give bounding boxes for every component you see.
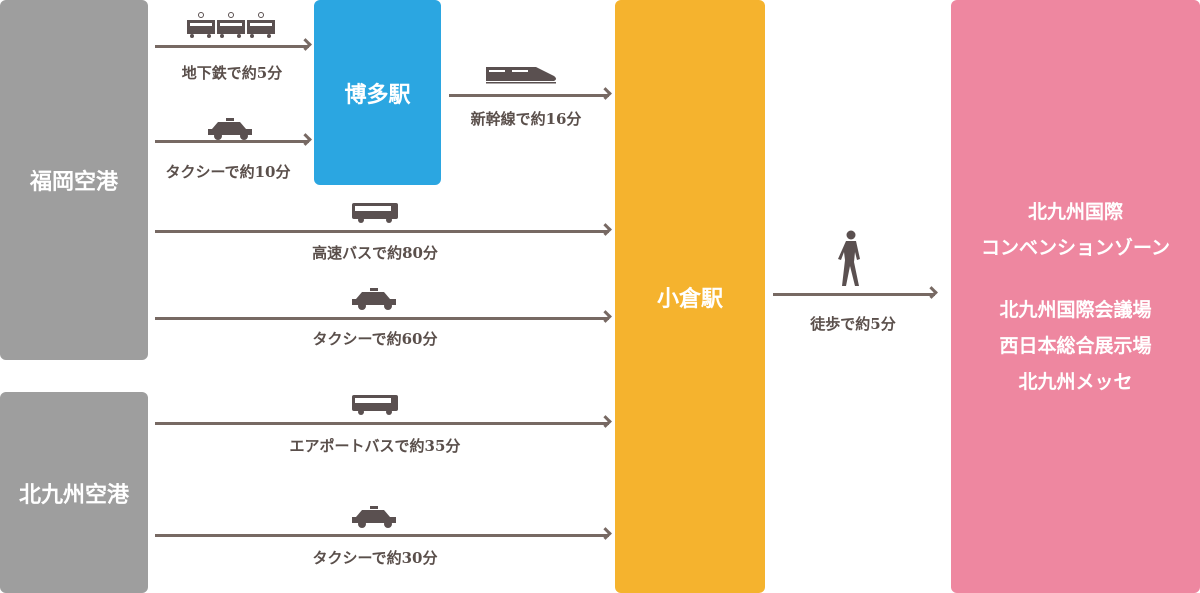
route-label: 徒歩で約5分 [810,315,896,333]
venue-line: 西日本総合展示場 [999,334,1152,357]
shinkansen-icon [486,67,556,84]
kokura-station-label: 小倉駅 [656,285,723,312]
route-arrow [155,534,609,537]
taxi-icon [352,288,396,310]
route-arrow [449,94,609,97]
kokura-station-box: 小倉駅 [615,0,765,593]
venue-line: 北九州国際会議場 [999,298,1152,321]
bus-icon [352,395,398,415]
route-label: 地下鉄で約5分 [181,64,283,82]
route-label: エアポートバスで約35分 [289,437,461,455]
taxi-icon [208,118,252,140]
hakata-station-box: 博多駅 [314,0,441,185]
route-label: 高速バスで約80分 [312,244,438,262]
subway-icon [187,12,275,38]
route-arrow [155,140,309,143]
fukuoka-airport-label: 福岡空港 [29,169,118,195]
taxi-icon [352,506,396,528]
route-label: タクシーで約60分 [312,330,438,348]
kitakyushu-airport-label: 北九州空港 [18,481,129,508]
bus-icon [352,203,398,223]
venue-line: コンベンションゾーン [980,236,1171,259]
route-arrow [155,45,309,48]
venue-box: 北九州国際 コンベンションゾーン 北九州国際会議場 西日本総合展示場 北九州メッ… [951,0,1200,593]
route-label: 新幹線で約16分 [470,110,582,128]
route-label: タクシーで約30分 [312,549,438,567]
route-arrow [155,230,609,233]
route-arrow [773,293,935,296]
venue-line: 北九州メッセ [1018,370,1133,393]
kitakyushu-airport-box: 北九州空港 [0,392,148,593]
fukuoka-airport-box: 福岡空港 [0,0,148,360]
route-arrow [155,317,609,320]
hakata-station-label: 博多駅 [344,81,411,108]
route-arrow [155,422,609,425]
venue-line: 北九州国際 [1027,200,1123,223]
route-label: タクシーで約10分 [165,163,291,181]
walking-person-icon [838,230,860,286]
